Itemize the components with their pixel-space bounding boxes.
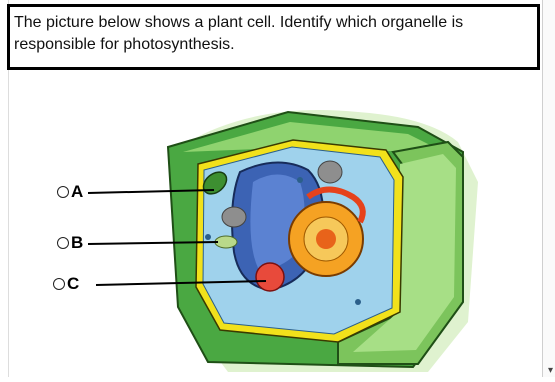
dot — [297, 177, 303, 183]
choice-b[interactable]: B — [57, 233, 83, 253]
choice-label: A — [71, 182, 83, 202]
choice-label: B — [71, 233, 83, 253]
chevron-down-icon[interactable]: ▾ — [548, 365, 553, 377]
question-box: The picture below shows a plant cell. Id… — [7, 4, 540, 70]
dot — [355, 299, 361, 305]
red-organelle — [256, 263, 284, 291]
golgi-core — [316, 229, 336, 249]
figure-area: A B C — [8, 72, 543, 377]
plant-cell-illustration — [8, 72, 543, 377]
radio-button[interactable] — [57, 186, 69, 198]
radio-button[interactable] — [57, 237, 69, 249]
choice-label: C — [67, 274, 79, 294]
choice-c[interactable]: C — [53, 274, 79, 294]
vertical-scrollbar[interactable]: ▾ — [542, 0, 555, 377]
choice-a[interactable]: A — [57, 182, 83, 202]
radio-button[interactable] — [53, 278, 65, 290]
vesicle — [318, 161, 342, 183]
small-organelle — [215, 236, 237, 248]
dot — [205, 234, 211, 240]
vesicle — [222, 207, 246, 227]
question-text: The picture below shows a plant cell. Id… — [14, 12, 529, 56]
